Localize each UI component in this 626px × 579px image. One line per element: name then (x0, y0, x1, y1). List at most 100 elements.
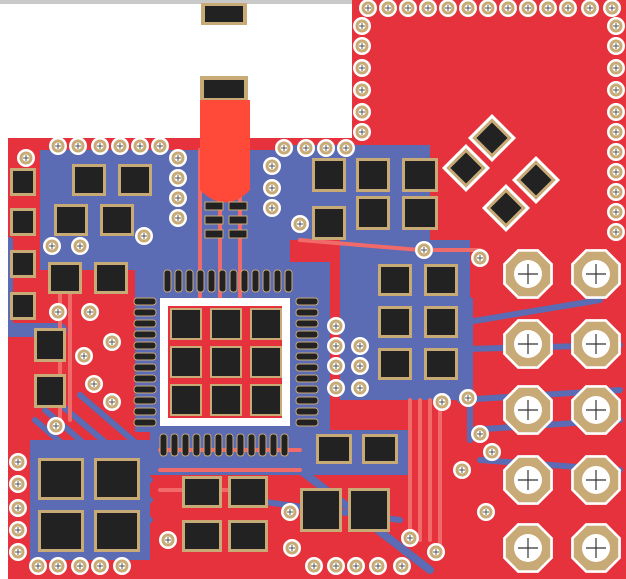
via[interactable] (71, 557, 89, 575)
through-hole-pad[interactable] (571, 385, 621, 435)
through-hole-pad[interactable] (503, 385, 553, 435)
via[interactable] (305, 557, 323, 575)
smd-pad[interactable] (300, 488, 342, 532)
ic-pin[interactable] (295, 297, 319, 306)
via[interactable] (353, 81, 371, 99)
smd-pad[interactable] (182, 520, 222, 552)
ic-pin[interactable] (185, 269, 194, 293)
via[interactable] (539, 0, 557, 17)
rotated-pad[interactable] (481, 183, 531, 233)
smd-pad[interactable] (100, 204, 134, 236)
ic-pin[interactable] (295, 330, 319, 339)
via[interactable] (607, 81, 625, 99)
ic-pin[interactable] (295, 352, 319, 361)
via[interactable] (9, 453, 27, 471)
ic-pin[interactable] (133, 308, 157, 317)
small-pad[interactable] (228, 215, 248, 225)
via[interactable] (81, 303, 99, 321)
via[interactable] (459, 389, 477, 407)
smd-pad[interactable] (402, 158, 438, 192)
via[interactable] (415, 241, 433, 259)
via[interactable] (581, 0, 599, 17)
ic-pin[interactable] (196, 269, 205, 293)
via[interactable] (327, 557, 345, 575)
ic-pin[interactable] (159, 433, 168, 457)
smd-pad[interactable] (10, 292, 36, 320)
ic-pin[interactable] (203, 433, 212, 457)
ic-pin[interactable] (258, 433, 267, 457)
ic-pin[interactable] (240, 269, 249, 293)
via[interactable] (351, 379, 369, 397)
ic-pin[interactable] (207, 269, 216, 293)
via[interactable] (135, 227, 153, 245)
via[interactable] (337, 139, 355, 157)
via[interactable] (499, 0, 517, 17)
smd-pad[interactable] (316, 434, 352, 464)
via[interactable] (275, 139, 293, 157)
smd-pad[interactable] (378, 306, 412, 338)
via[interactable] (353, 103, 371, 121)
through-hole-pad[interactable] (503, 455, 553, 505)
ic-pin[interactable] (133, 385, 157, 394)
smd-pad[interactable] (228, 520, 268, 552)
smd-pad[interactable] (378, 348, 412, 380)
via[interactable] (603, 0, 621, 17)
via[interactable] (111, 137, 129, 155)
small-pad[interactable] (228, 201, 248, 211)
via[interactable] (327, 337, 345, 355)
via[interactable] (399, 0, 417, 17)
via[interactable] (353, 37, 371, 55)
through-hole-pad[interactable] (571, 249, 621, 299)
smd-pad[interactable] (10, 168, 36, 196)
via[interactable] (317, 139, 335, 157)
ic-pin[interactable] (133, 352, 157, 361)
smd-pad[interactable] (48, 262, 82, 294)
via[interactable] (297, 139, 315, 157)
thermal-pad[interactable] (250, 346, 282, 378)
ic-pin[interactable] (225, 433, 234, 457)
small-pad[interactable] (228, 229, 248, 239)
smd-pad[interactable] (54, 204, 88, 236)
via[interactable] (91, 137, 109, 155)
small-pad[interactable] (204, 215, 224, 225)
ic-pin[interactable] (133, 297, 157, 306)
thermal-pad[interactable] (250, 384, 282, 416)
ic-pin[interactable] (163, 269, 172, 293)
smd-pad[interactable] (312, 206, 346, 240)
via[interactable] (9, 521, 27, 539)
via[interactable] (471, 425, 489, 443)
via[interactable] (369, 557, 387, 575)
via[interactable] (29, 557, 47, 575)
via[interactable] (327, 317, 345, 335)
via[interactable] (453, 461, 471, 479)
via[interactable] (483, 443, 501, 461)
via[interactable] (607, 59, 625, 77)
smd-pad[interactable] (378, 264, 412, 296)
smd-pad[interactable] (348, 488, 390, 532)
ic-pin[interactable] (295, 341, 319, 350)
through-hole-pad[interactable] (571, 455, 621, 505)
via[interactable] (607, 203, 625, 221)
via[interactable] (85, 375, 103, 393)
via[interactable] (459, 0, 477, 17)
smd-pad[interactable] (94, 262, 128, 294)
via[interactable] (103, 393, 121, 411)
via[interactable] (477, 503, 495, 521)
via[interactable] (71, 237, 89, 255)
via[interactable] (169, 149, 187, 167)
via[interactable] (439, 0, 457, 17)
via[interactable] (327, 379, 345, 397)
via[interactable] (353, 123, 371, 141)
via[interactable] (327, 357, 345, 375)
via[interactable] (607, 103, 625, 121)
via[interactable] (559, 0, 577, 17)
via[interactable] (359, 0, 377, 17)
ic-pin[interactable] (229, 269, 238, 293)
via[interactable] (151, 137, 169, 155)
via[interactable] (351, 357, 369, 375)
smd-pad[interactable] (182, 476, 222, 508)
smd-pad[interactable] (34, 374, 66, 408)
via[interactable] (263, 157, 281, 175)
smd-pad[interactable] (10, 250, 36, 278)
ic-pin[interactable] (133, 330, 157, 339)
